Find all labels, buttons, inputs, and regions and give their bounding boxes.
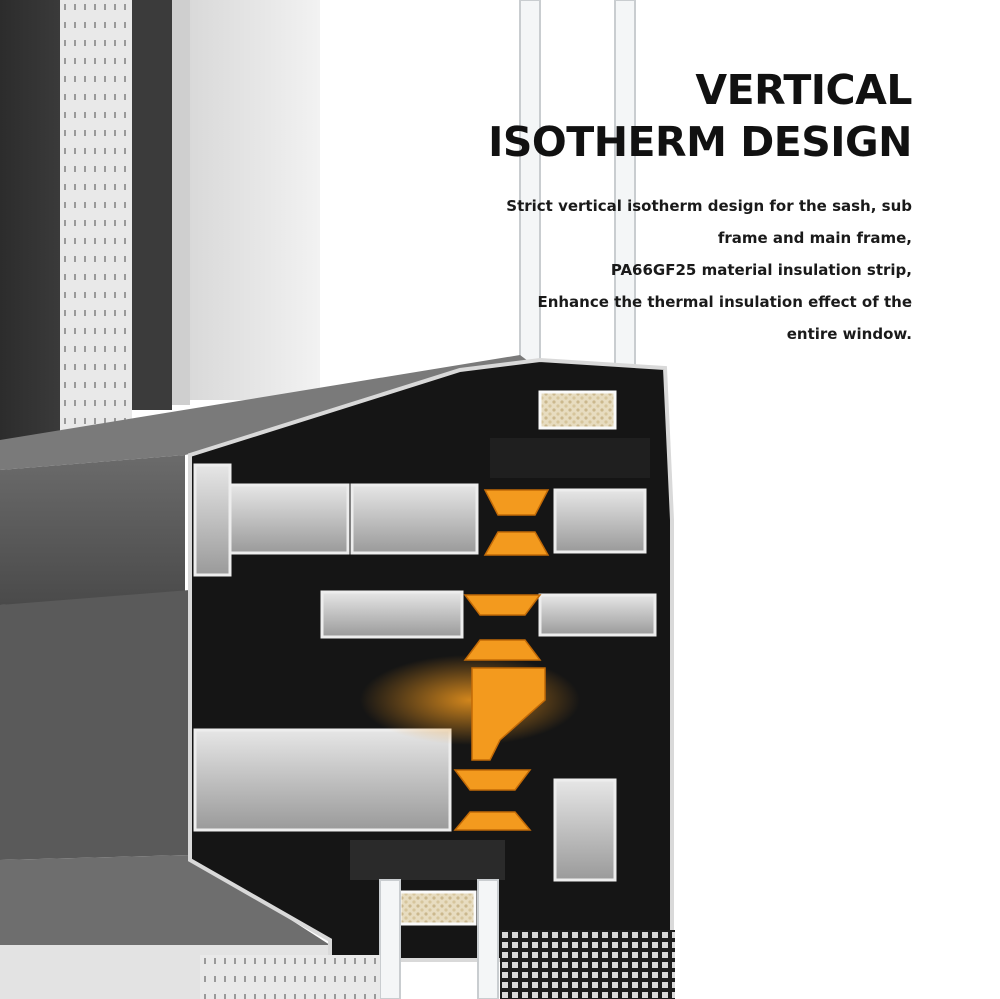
description-line-1: Strict vertical isotherm design for the … bbox=[506, 197, 912, 215]
headline-line-1: VERTICAL bbox=[695, 66, 912, 114]
headline-line-2: ISOTHERM DESIGN bbox=[488, 118, 912, 166]
headline: VERTICAL ISOTHERM DESIGN bbox=[488, 64, 912, 168]
description-line-5: entire window. bbox=[786, 325, 912, 343]
description-line-4: Enhance the thermal insulation effect of… bbox=[537, 293, 912, 311]
description-line-3: PA66GF25 material insulation strip, bbox=[610, 261, 912, 279]
feature-description: Strict vertical isotherm design for the … bbox=[442, 190, 912, 350]
description-line-2: frame and main frame, bbox=[717, 229, 912, 247]
